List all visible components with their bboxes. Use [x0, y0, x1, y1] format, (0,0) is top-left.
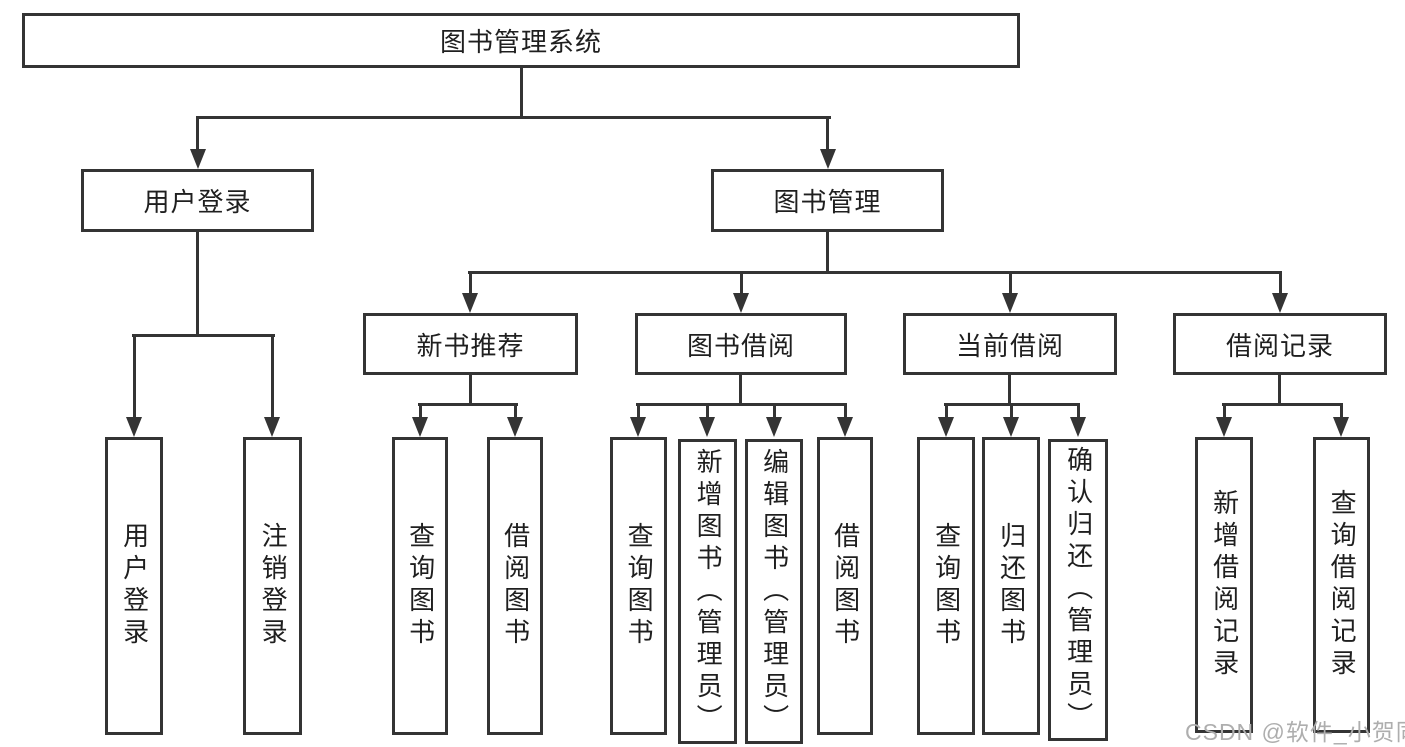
connector-root-stem: [520, 68, 523, 118]
node-label: 图书借阅: [686, 330, 795, 361]
leaf-borrow-query-books: 查询图书: [610, 437, 667, 735]
arrow-new-book-recommend: [462, 293, 478, 313]
leaf-borrow-borrow-books: 借阅图书: [817, 437, 873, 735]
connector-borrow-add-drop: [706, 403, 709, 417]
arrow-book-management: [820, 149, 836, 169]
leaf-label: 编辑图书（管理员）: [759, 447, 790, 736]
leaf-current-confirm-return-admin: 确认归还（管理员）: [1048, 439, 1108, 741]
leaf-logout: 注销登录: [243, 437, 302, 735]
node-library-management-system: 图书管理系统: [22, 13, 1020, 68]
connector-user-login-drop: [196, 116, 199, 149]
connector-borrow-record-drop: [1279, 271, 1282, 293]
leaf-label: 用户登录: [119, 522, 150, 650]
connector-record-query-drop: [1340, 403, 1343, 417]
arrow-newbook-borrow: [507, 417, 523, 437]
node-user-login: 用户登录: [81, 169, 314, 232]
connector-record-add-drop: [1223, 403, 1226, 417]
arrow-borrow-edit: [766, 417, 782, 437]
connector-book-borrow-drop: [740, 271, 743, 293]
arrow-record-query: [1333, 417, 1349, 437]
node-label: 借阅记录: [1225, 330, 1334, 361]
node-new-book-recommend: 新书推荐: [363, 313, 578, 375]
arrow-current-confirm: [1070, 417, 1086, 437]
arrow-borrow-record: [1272, 293, 1288, 313]
connector-current-return-drop: [1010, 403, 1013, 417]
connector-newbook-query-drop: [419, 403, 422, 417]
connector-current-confirm-drop: [1077, 403, 1080, 417]
leaf-record-query-borrow-record: 查询借阅记录: [1313, 437, 1370, 733]
node-label: 图书管理: [773, 187, 882, 217]
connector-borrow-borrow-drop: [844, 403, 847, 417]
leaf-label: 查询图书: [405, 522, 436, 650]
connector-book-management-drop: [826, 116, 829, 149]
connector-borrow-query-drop: [637, 403, 640, 417]
connector-user-login-stem: [196, 232, 199, 337]
arrow-current-query: [938, 417, 954, 437]
connector-user-login-split-bar: [132, 334, 275, 337]
leaf-borrow-add-books-admin: 新增图书（管理员）: [678, 439, 737, 744]
leaf-label: 新增图书（管理员）: [693, 447, 724, 736]
connector-book-management-stem: [826, 232, 829, 274]
arrow-borrow-borrow: [837, 417, 853, 437]
leaf-borrow-edit-books-admin: 编辑图书（管理员）: [745, 439, 803, 744]
connector-current-query-drop: [945, 403, 948, 417]
leaf-user-login: 用户登录: [105, 437, 163, 735]
leaf-newbook-borrow-books: 借阅图书: [487, 437, 543, 735]
connector-borrow-record-stem: [1278, 375, 1281, 406]
leaf-newbook-query-books: 查询图书: [392, 437, 448, 735]
node-borrow-record: 借阅记录: [1173, 313, 1387, 375]
connector-new-book-split-bar: [418, 403, 518, 406]
arrow-leaf-login: [126, 417, 142, 437]
connector-book-borrow-split-bar: [636, 403, 846, 406]
arrow-user-login: [190, 149, 206, 169]
node-label: 图书管理系统: [439, 27, 602, 57]
connector-level3-bar: [468, 271, 1282, 274]
arrow-borrow-add: [699, 417, 715, 437]
connector-newbook-borrow-drop: [514, 403, 517, 417]
leaf-label: 借阅图书: [830, 522, 861, 650]
node-label: 新书推荐: [416, 330, 525, 361]
leaf-label: 查询借阅记录: [1327, 489, 1358, 681]
arrow-current-borrow: [1002, 293, 1018, 313]
csdn-watermark: CSDN @软件_小贺同学: [1185, 719, 1405, 745]
leaf-label: 查询图书: [624, 522, 655, 650]
node-label: 当前借阅: [955, 330, 1064, 361]
leaf-label: 新增借阅记录: [1209, 489, 1240, 681]
connector-borrow-edit-drop: [773, 403, 776, 417]
node-book-management: 图书管理: [711, 169, 944, 232]
connector-leaf-logout-drop: [271, 334, 274, 417]
connector-current-borrow-stem: [1008, 375, 1011, 406]
arrow-book-borrow: [733, 293, 749, 313]
leaf-label: 查询图书: [931, 522, 962, 650]
node-book-borrow: 图书借阅: [635, 313, 847, 375]
node-label: 用户登录: [143, 187, 252, 217]
arrow-newbook-query: [412, 417, 428, 437]
leaf-label: 确认归还（管理员）: [1063, 446, 1094, 734]
leaf-label: 注销登录: [258, 522, 289, 650]
connector-level2-bar: [196, 116, 831, 119]
connector-book-borrow-stem: [739, 375, 742, 406]
leaf-current-query-books: 查询图书: [917, 437, 975, 735]
connector-new-book-stem: [469, 375, 472, 406]
arrow-borrow-query: [630, 417, 646, 437]
connector-current-borrow-drop: [1009, 271, 1012, 293]
leaf-record-add-borrow-record: 新增借阅记录: [1195, 437, 1253, 733]
connector-new-book-drop: [469, 271, 472, 293]
leaf-label: 归还图书: [996, 522, 1027, 650]
leaf-label: 借阅图书: [500, 522, 531, 650]
leaf-current-return-books: 归还图书: [982, 437, 1040, 735]
arrow-record-add: [1216, 417, 1232, 437]
connector-record-split-bar: [1222, 403, 1342, 406]
node-current-borrow: 当前借阅: [903, 313, 1117, 375]
arrow-leaf-logout: [264, 417, 280, 437]
arrow-current-return: [1003, 417, 1019, 437]
connector-leaf-login-drop: [133, 334, 136, 417]
